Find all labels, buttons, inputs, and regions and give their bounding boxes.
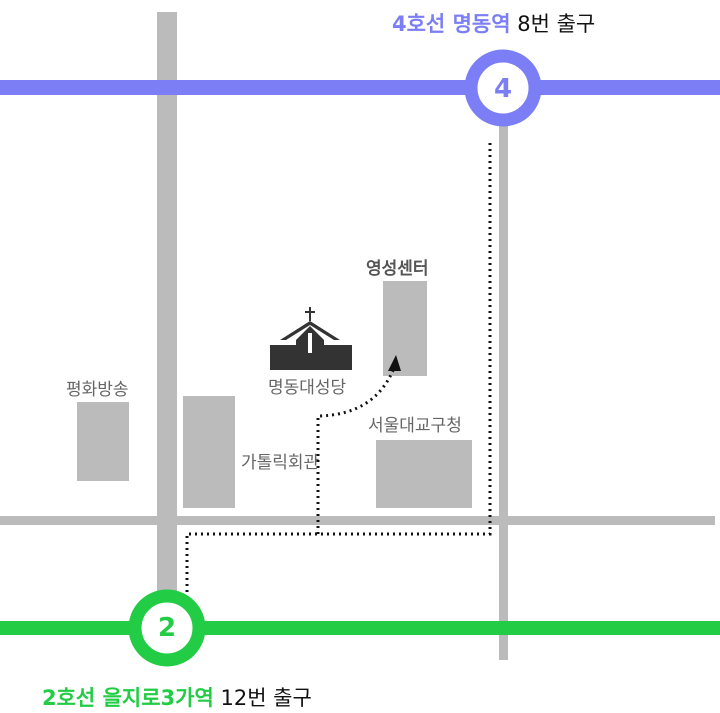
line2-station-marker	[128, 589, 206, 667]
label-pbc: 평화방송	[66, 380, 129, 400]
label-archdiocese: 서울대교구청	[368, 416, 462, 436]
line2-badge: 2	[157, 613, 177, 643]
building-pbc	[77, 402, 129, 481]
road-horizontal	[0, 516, 715, 525]
line4-badge: 4	[493, 74, 513, 104]
label-cathedral: 명동대성당	[268, 378, 347, 398]
building-catholic-center	[183, 396, 235, 508]
top-station-label: 4호선 명동역 8번 출구	[392, 8, 595, 38]
route-arrow-icon	[388, 355, 401, 371]
road-left-vertical	[157, 12, 177, 642]
bottom-station-name: 2호선 을지로3가역	[42, 686, 214, 710]
bottom-station-label: 2호선 을지로3가역 12번 출구	[42, 682, 312, 712]
building-spiritual-center	[383, 281, 427, 376]
top-station-exit: 8번 출구	[517, 12, 596, 36]
line4-station-marker	[464, 49, 542, 127]
label-catholic-center: 가톨릭회관	[241, 453, 320, 473]
building-archdiocese	[376, 440, 472, 508]
bottom-station-exit: 12번 출구	[220, 686, 312, 710]
line4-track	[0, 80, 720, 95]
top-station-name: 4호선 명동역	[392, 12, 511, 36]
label-spiritual-center: 영성센터	[366, 259, 429, 279]
line2-track	[0, 621, 720, 635]
road-right-vertical	[499, 110, 508, 660]
cathedral-icon	[270, 307, 352, 370]
walking-route	[185, 140, 492, 592]
